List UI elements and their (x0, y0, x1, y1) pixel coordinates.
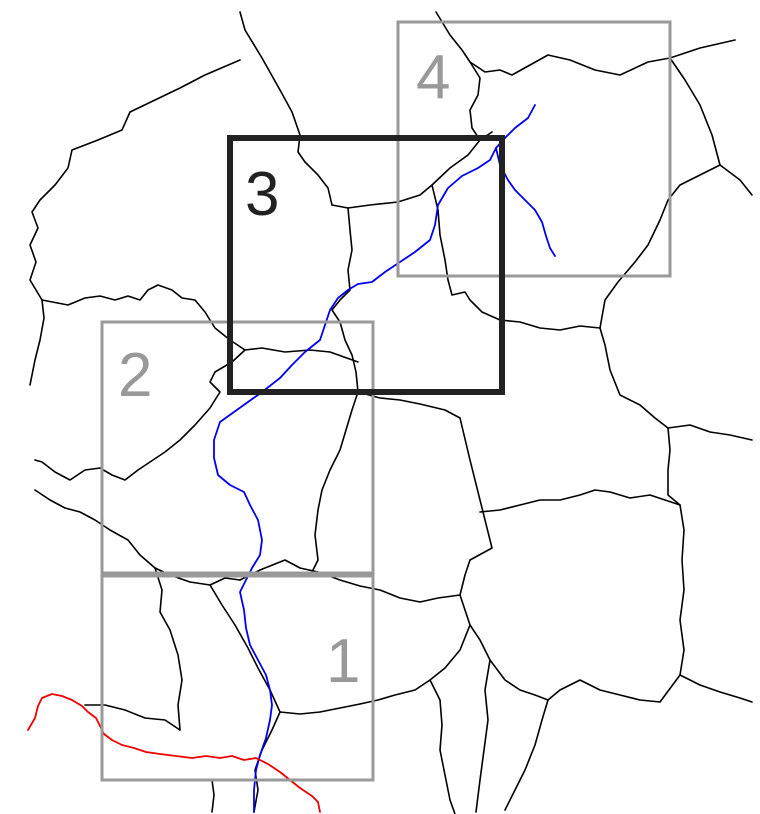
boundary-line (34, 489, 241, 586)
boundary-line (475, 659, 491, 813)
boundary-line (41, 284, 246, 351)
boundary-line (669, 57, 753, 196)
boundary-line (479, 489, 681, 513)
boundary-line (347, 131, 493, 209)
river-south (27, 693, 321, 813)
boundary-line (431, 184, 753, 441)
boundary-line (239, 559, 461, 603)
frame-1[interactable] (100, 574, 375, 782)
boundary-line (599, 164, 721, 329)
frame-2[interactable] (100, 320, 375, 575)
frame-labels: 1 2 3 4 (118, 43, 450, 696)
frame-label-1: 1 (326, 627, 360, 696)
frame-label-3: 3 (245, 160, 279, 229)
frame-4[interactable] (396, 20, 672, 278)
boundary-line (211, 779, 215, 813)
boundary-line (29, 59, 241, 386)
boundary-line (154, 567, 183, 731)
boundary-line (469, 61, 481, 141)
boundary-line (469, 624, 681, 703)
boundary-line (667, 427, 753, 703)
administrative-boundaries (29, 11, 753, 814)
boundary-line (429, 679, 456, 814)
boundary-line (331, 204, 359, 393)
river-main (213, 104, 536, 813)
frame-label-4: 4 (416, 43, 450, 112)
boundary-line (357, 391, 493, 705)
frame-3[interactable] (227, 135, 505, 395)
boundary-line (504, 699, 549, 811)
frame-label-2: 2 (118, 341, 152, 410)
boundary-line (34, 349, 246, 481)
boundary-line (279, 703, 361, 715)
boundary-line (311, 391, 359, 573)
boundary-line (435, 11, 736, 76)
boundary-line (244, 347, 359, 363)
map-frames[interactable] (100, 20, 672, 782)
